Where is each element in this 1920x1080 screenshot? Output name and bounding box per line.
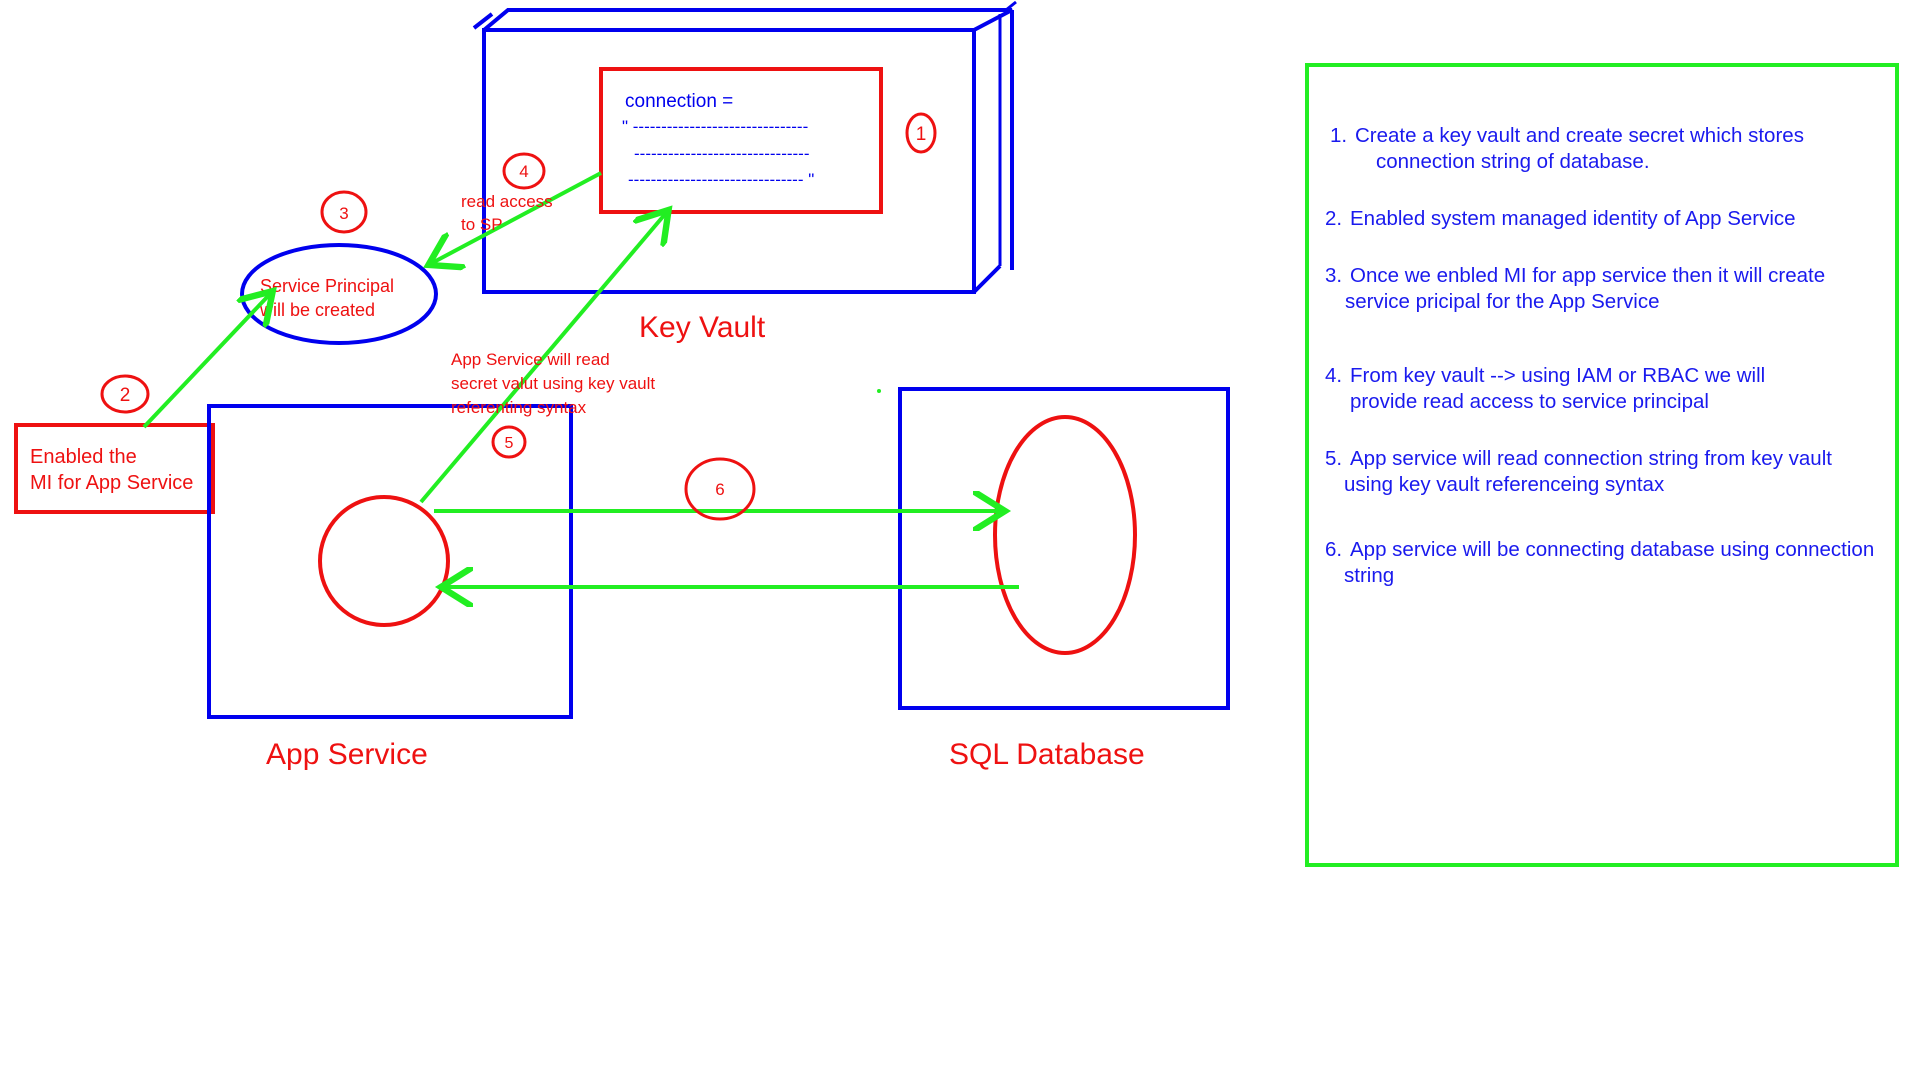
- steps-panel: [1305, 63, 1899, 867]
- sql-database-box: [898, 387, 1230, 710]
- svg-text:2: 2: [120, 385, 131, 406]
- mi-box-line-2: MI for App Service: [30, 472, 193, 494]
- arrow-secret-to-service-principal: [432, 171, 602, 263]
- app-reads-line-1: App Service will read: [451, 350, 610, 369]
- sql-database-ellipse: [993, 415, 1137, 655]
- badge-6: 6: [684, 457, 756, 521]
- svg-text:4: 4: [519, 162, 528, 181]
- step-1: 1. Create a key vault and create secret …: [1330, 124, 1804, 173]
- app-reads-line-3: referenting syntax: [451, 398, 587, 417]
- read-access-line-1: read access: [461, 192, 553, 211]
- read-access-line-2: to SP: [461, 215, 503, 234]
- badge-5: 5: [491, 425, 527, 459]
- step-5: 5. App service will read connection stri…: [1325, 447, 1832, 496]
- key-vault-label: Key Vault: [639, 311, 766, 344]
- svg-text:5: 5: [505, 435, 514, 452]
- step-6: 6. App service will be connecting databa…: [1325, 538, 1875, 587]
- app-service-label: App Service: [266, 738, 428, 771]
- key-vault-box: [472, 0, 1017, 294]
- service-principal-line-1: Service Principal: [260, 276, 394, 296]
- secret-box: connection = " -------------------------…: [599, 67, 883, 214]
- app-reads-line-2: secret valut using key vault: [451, 374, 655, 393]
- step-4: 4. From key vault --> using IAM or RBAC …: [1325, 364, 1766, 413]
- svg-text:3: 3: [339, 204, 348, 223]
- secret-line-2: " -------------------------------: [622, 117, 808, 136]
- badge-2: 2: [100, 374, 150, 414]
- arrow-mi-to-service-principal: [142, 294, 270, 429]
- service-principal-line-2: will be created: [259, 300, 375, 320]
- green-dot: [877, 389, 881, 393]
- svg-text:6: 6: [715, 480, 724, 499]
- secret-line-4: ------------------------------- ": [628, 170, 814, 189]
- badge-1: 1: [905, 112, 937, 154]
- badge-4: 4: [502, 152, 546, 190]
- app-service-circle: [318, 495, 450, 627]
- sql-database-label: SQL Database: [949, 738, 1145, 771]
- arrow-app-to-key-vault: [419, 213, 666, 504]
- badge-3: 3: [320, 190, 368, 234]
- secret-line-3: -------------------------------: [634, 144, 810, 163]
- mi-box-line-1: Enabled the: [30, 446, 137, 468]
- mi-box: [14, 423, 215, 514]
- steps-list: 1. Create a key vault and create secret …: [1325, 123, 1910, 620]
- secret-line-1: connection =: [625, 91, 733, 112]
- svg-text:1: 1: [916, 124, 927, 145]
- step-2: 2. Enabled system managed identity of Ap…: [1325, 207, 1796, 230]
- step-3: 3. Once we enbled MI for app service the…: [1325, 264, 1826, 313]
- app-service-box: [207, 404, 573, 719]
